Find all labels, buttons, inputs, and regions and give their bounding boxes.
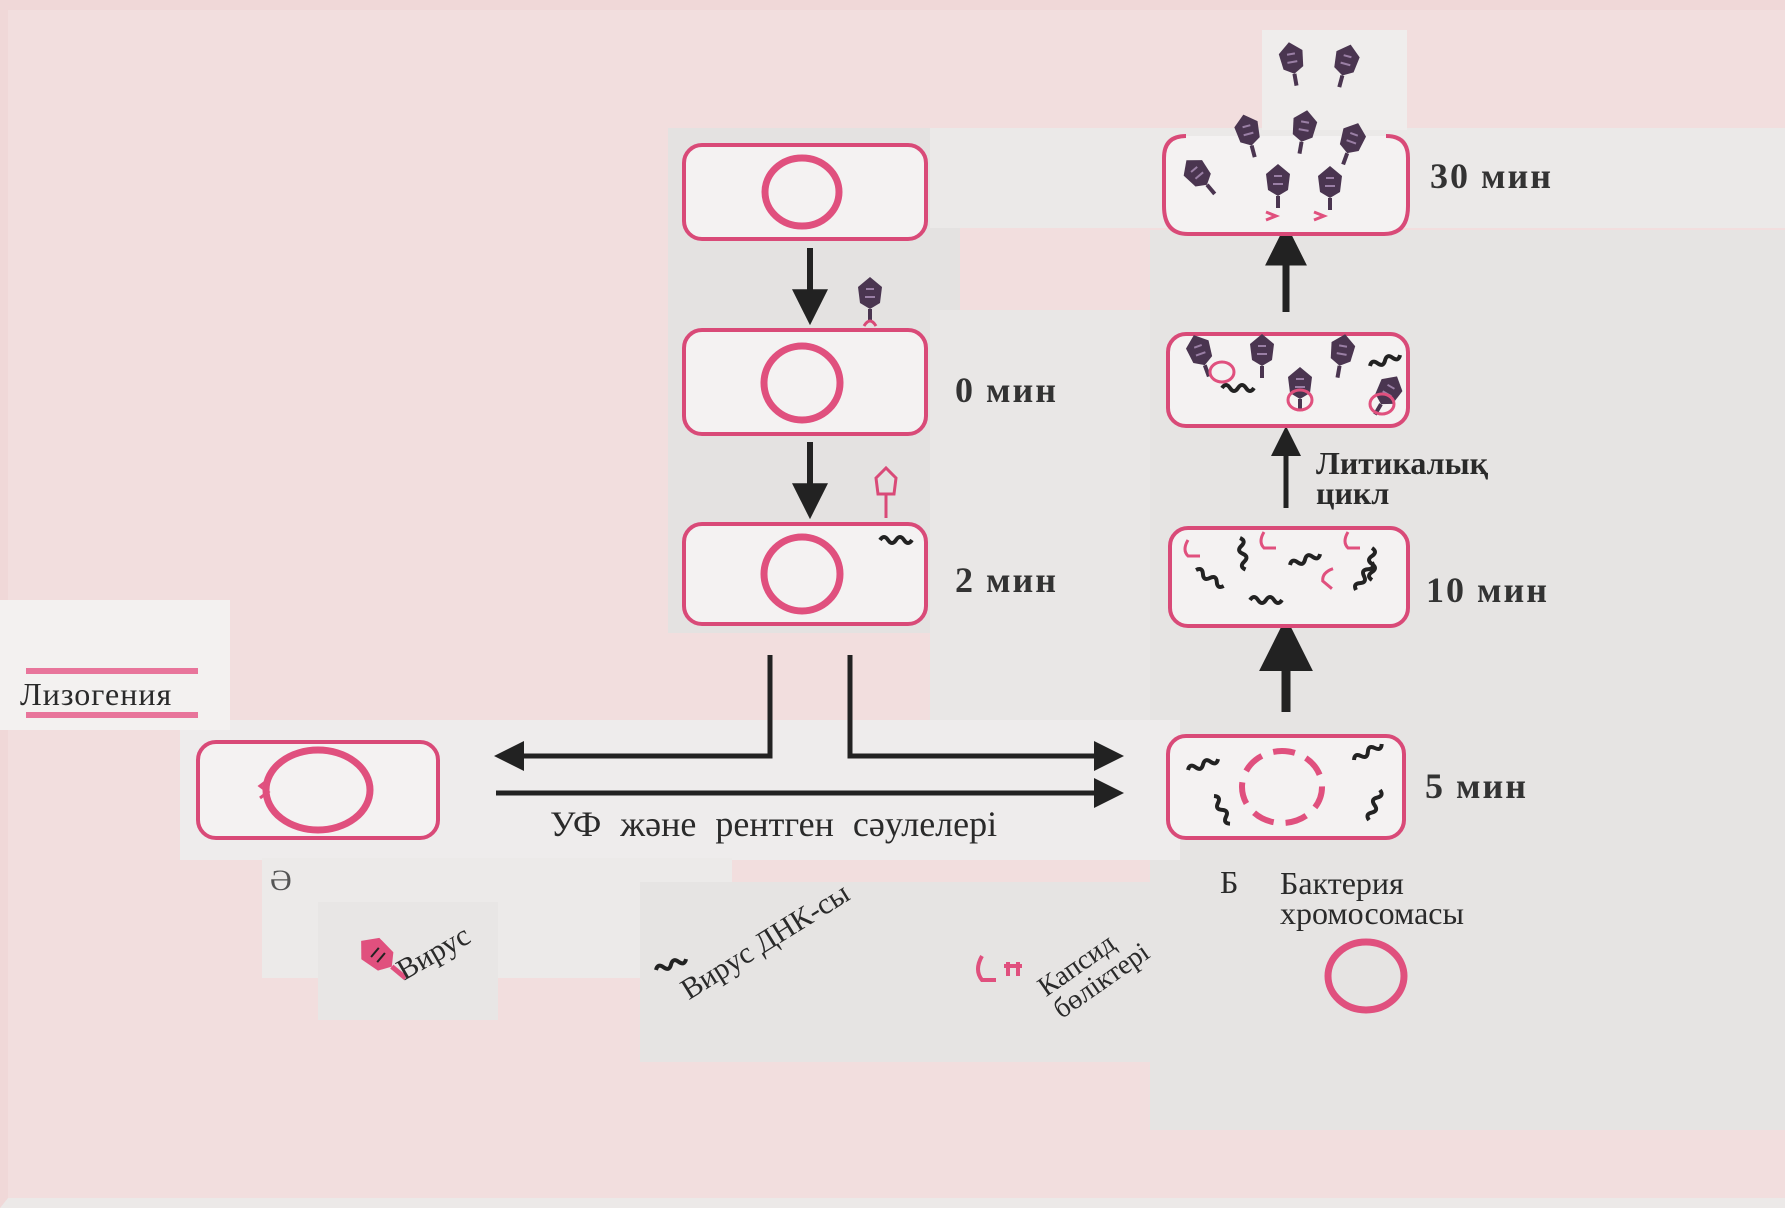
time-label-30min: 30 мин <box>1430 156 1554 196</box>
arrow-to-lytic <box>847 655 1124 771</box>
panel-label-b: Б <box>1220 864 1239 900</box>
lytic-cycle-line2: цикл <box>1316 475 1390 512</box>
panel-label-a: Ә <box>270 864 292 897</box>
lytic-cycle-label: Литикалық цикл <box>1316 445 1489 512</box>
scan-patch <box>0 600 230 730</box>
cell-assembly <box>1166 328 1410 428</box>
lysogeny-bar-top <box>26 668 198 674</box>
bacterial-chromosome-label: Бактерия хромосомасы <box>1280 865 1464 932</box>
scan-patch <box>318 902 498 1020</box>
cell-10min <box>1168 526 1410 628</box>
cell-0min <box>682 275 928 436</box>
legend-virus-icon <box>361 937 408 981</box>
cell-lysogenic <box>196 740 440 840</box>
time-label-2min: 2 мин <box>955 560 1059 600</box>
attached-phage <box>856 275 884 323</box>
legend-capsid-icon <box>976 955 1022 982</box>
lytic-cycle-line1: Литикалық <box>1316 445 1489 481</box>
bacterial-chromosome-line1: Бактерия <box>1280 865 1404 901</box>
cell-initial <box>682 143 928 241</box>
cell-lysis-30min <box>1162 38 1410 236</box>
time-label-10min: 10 мин <box>1426 570 1550 610</box>
lysogeny-bar-bottom <box>26 712 198 718</box>
time-label-5min: 5 мин <box>1425 766 1529 806</box>
lysogeny-label: Лизогения <box>20 676 173 712</box>
uv-xray-label: УФ және рентген сәулелері <box>550 804 998 844</box>
legend-chromosome-icon <box>1324 938 1408 1014</box>
time-label-0min: 0 мин <box>955 370 1059 410</box>
cell-5min <box>1166 734 1406 840</box>
cell-2min <box>682 465 928 626</box>
arrow-to-lysogeny <box>494 655 773 771</box>
scan-patch <box>640 882 1785 1062</box>
bacterial-chromosome-line2: хромосомасы <box>1280 895 1464 932</box>
legend-dna-icon <box>652 954 690 975</box>
scan-patch <box>930 310 1150 730</box>
empty-phage-ghost <box>874 465 898 518</box>
